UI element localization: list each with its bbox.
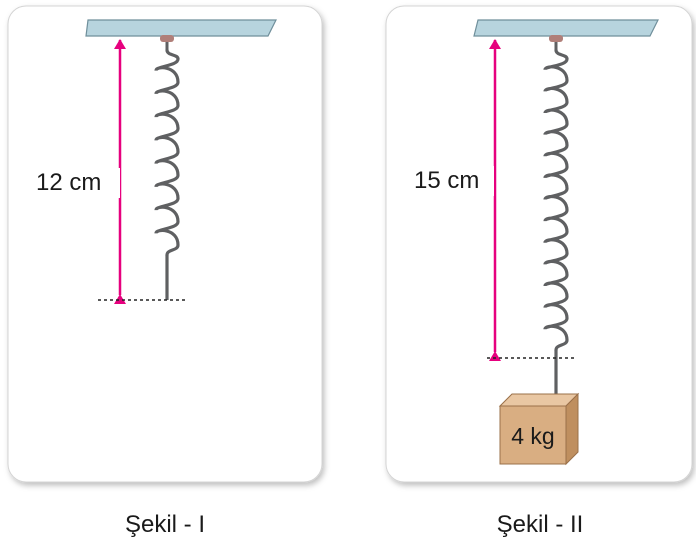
- panel-1-card: [7, 5, 323, 483]
- mass-block: 4 kg: [498, 392, 580, 466]
- panel-2-card: [385, 5, 693, 483]
- mass-block-front: [499, 405, 567, 465]
- caption-2: Şekil - II: [497, 511, 584, 538]
- spring-1: [154, 48, 180, 257]
- length-label-2: 15 cm: [414, 167, 479, 194]
- ceiling-1: [85, 19, 277, 37]
- hook-2: [549, 35, 563, 42]
- mass-block-side: [565, 392, 579, 466]
- mass-block-top: [498, 393, 580, 407]
- panel-1: 12 cm: [7, 5, 323, 483]
- spring-2: [543, 48, 569, 352]
- caption-1: Şekil - I: [125, 511, 205, 538]
- mass-label: 4 kg: [511, 423, 554, 449]
- hook-1: [160, 35, 174, 42]
- panel-2: 15 cm 4 kg: [385, 5, 693, 483]
- length-label-1: 12 cm: [36, 169, 101, 196]
- ceiling-2: [473, 19, 659, 37]
